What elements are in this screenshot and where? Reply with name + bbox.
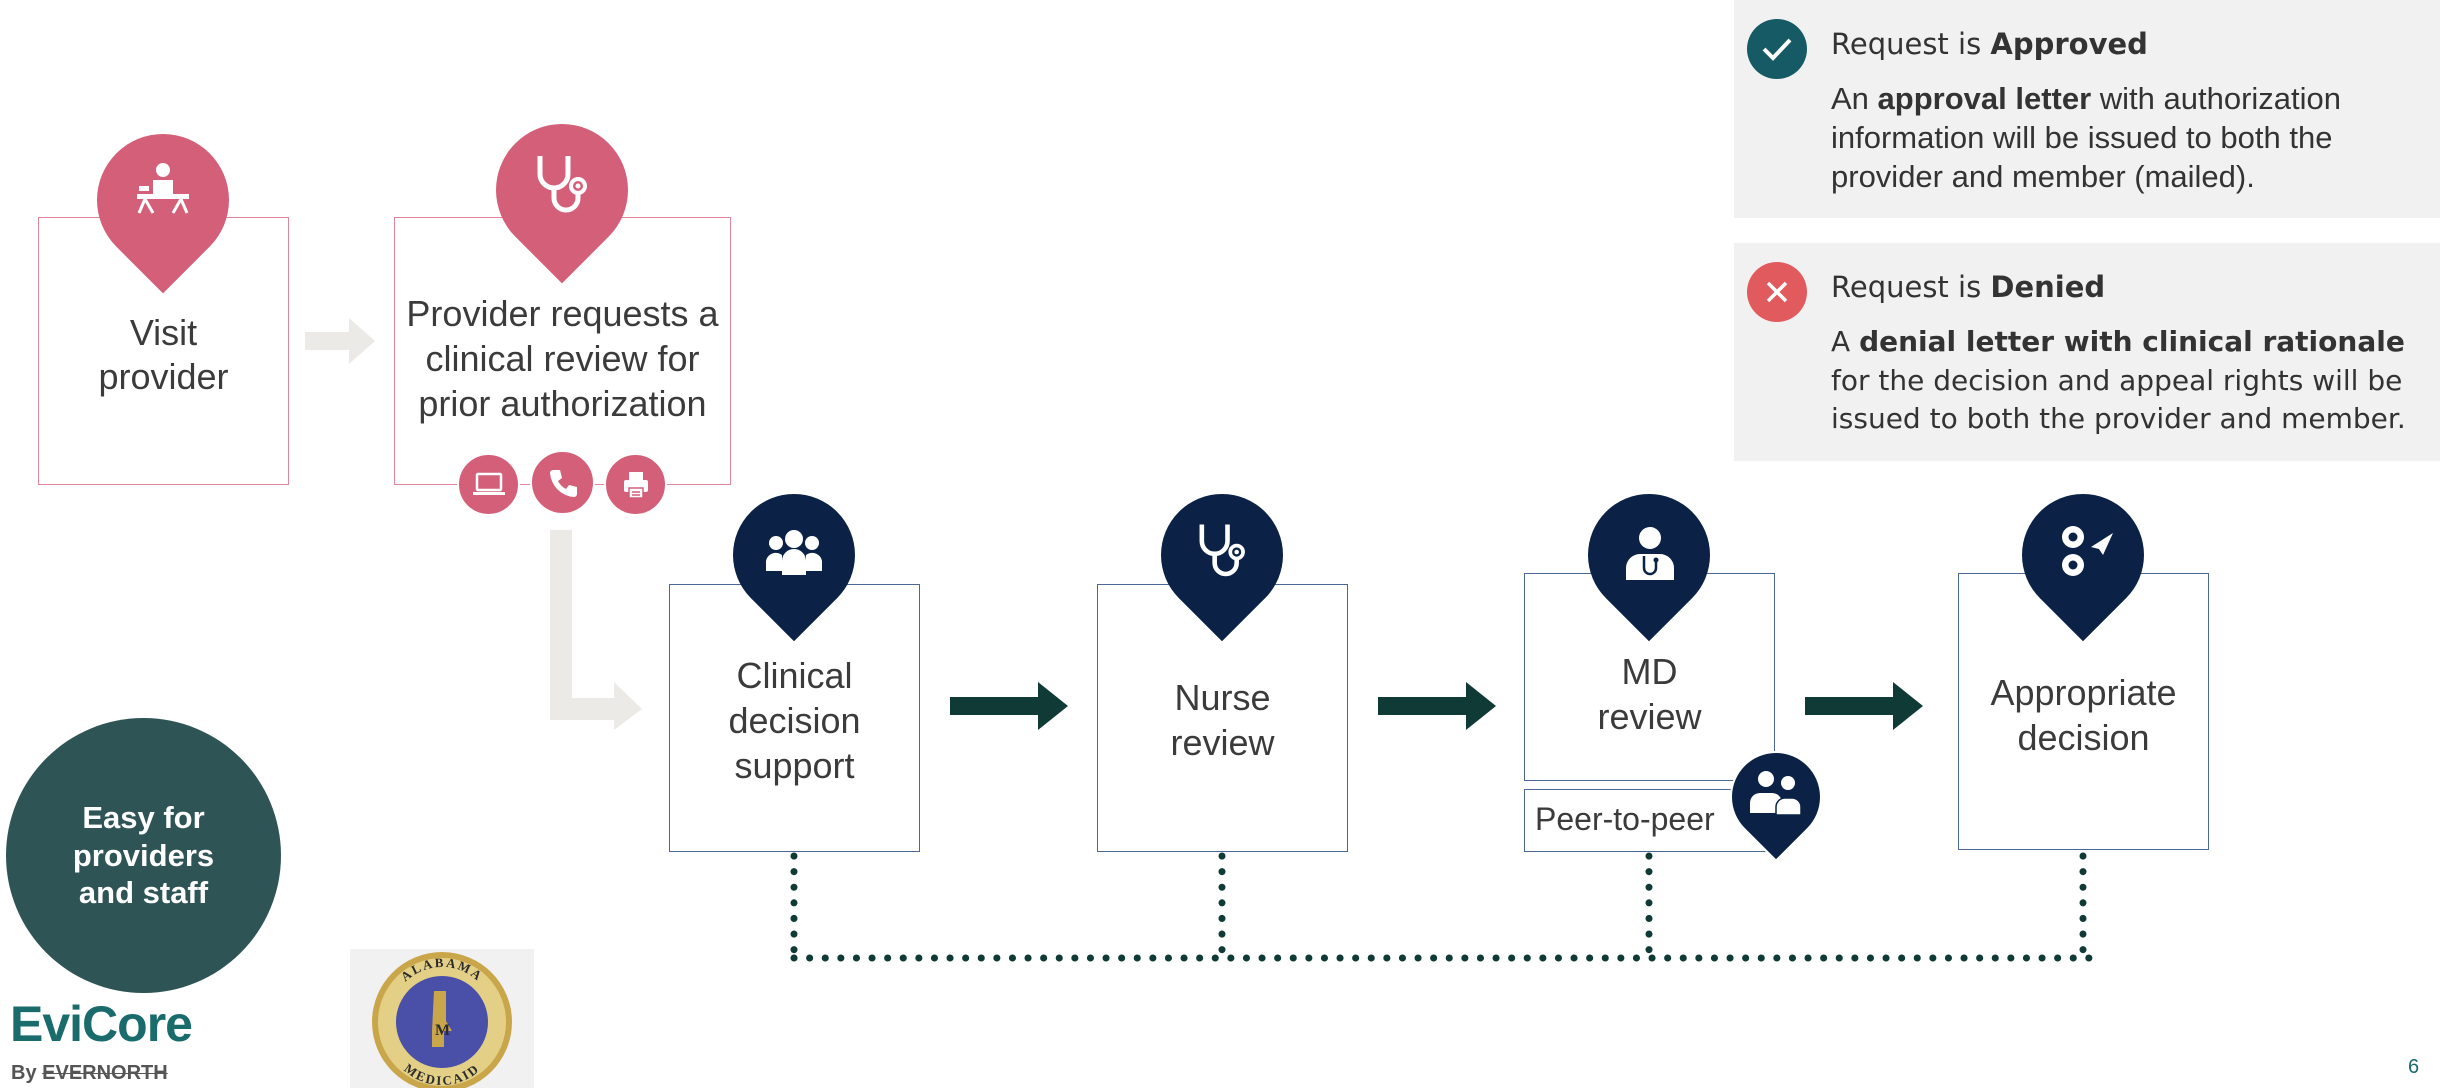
- fax-icon: [604, 453, 667, 516]
- evicore-logo: EviCore: [10, 996, 193, 1052]
- check-icon: [1747, 19, 1807, 79]
- dark-arrow-1: [950, 682, 1068, 730]
- svg-text:M: M: [435, 1022, 450, 1039]
- dark-arrow-2: [1378, 682, 1496, 730]
- peer-to-peer-label: Peer-to-peer: [1535, 801, 1715, 837]
- evernorth-tagline: By EVERNORTH: [11, 1062, 168, 1084]
- patient-on-exam-table-icon: [123, 152, 203, 232]
- phone-icon: [530, 450, 595, 515]
- denied-body: A denial letter with clinical rationale …: [1831, 325, 2406, 436]
- approved-heading: Request is Approved: [1831, 27, 2148, 61]
- light-arrow-1: [305, 318, 375, 364]
- denied-heading: Request is Denied: [1831, 270, 2106, 304]
- approved-panel: [1734, 0, 2440, 218]
- laptop-icon: [457, 453, 520, 516]
- group-icon: [754, 512, 834, 592]
- close-icon: [1747, 262, 1807, 322]
- stethoscope-icon: [518, 142, 606, 230]
- dark-arrow-3: [1805, 682, 1923, 730]
- decision-icon: [2044, 512, 2124, 592]
- doctor-icon: [1610, 512, 1690, 592]
- light-arrow-connector: [550, 530, 642, 730]
- stethoscope-icon: [1182, 510, 1262, 594]
- approved-body: An approval letter with authorization in…: [1831, 81, 2342, 194]
- page-number: 6: [2408, 1056, 2420, 1078]
- denied-panel: [1734, 243, 2440, 461]
- alabama-medicaid-seal: M ALABAMA MEDICAID: [350, 949, 534, 1088]
- dotted-connectors: [790, 852, 2100, 962]
- two-doctors-icon: [1740, 756, 1812, 828]
- evernorth-wordmark: EVERNORTH: [42, 1062, 168, 1084]
